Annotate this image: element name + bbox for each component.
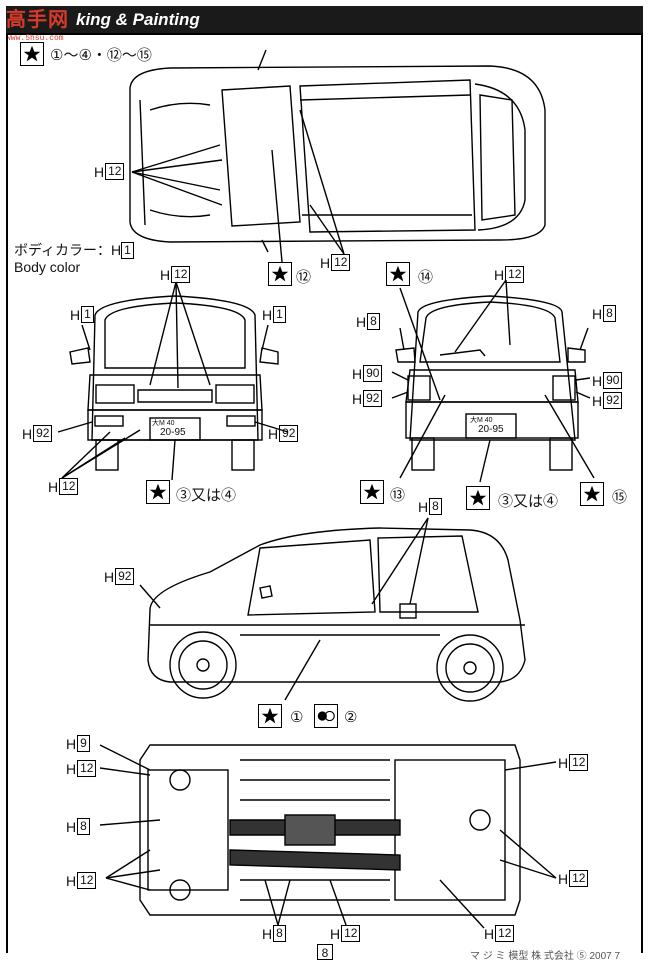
- top-view-drawing: [129, 49, 546, 263]
- star-marking-icon: [258, 704, 282, 728]
- watermark-url: www.5hsu.com: [6, 34, 64, 43]
- dot-marking-icon: [314, 704, 338, 728]
- header-bar: king & Painting: [6, 6, 643, 35]
- rear-view-drawing: [391, 279, 595, 483]
- watermark-logo: 高手网: [6, 9, 69, 31]
- body-color-en: Body color: [14, 259, 81, 275]
- frame-left-border: [6, 33, 8, 953]
- mark-14-label: ⑭: [418, 269, 434, 286]
- page-title: king & Painting: [76, 10, 200, 29]
- star-marking-icon: [466, 486, 490, 510]
- footer-copyright: マ ジ ミ 模型 株 式会社 ⑤ 2007 7: [470, 951, 621, 962]
- mark-15-label: ⑮: [612, 489, 628, 506]
- mark-2-label: ②: [344, 709, 358, 726]
- star-marking-icon: [146, 480, 170, 504]
- mark-12-label: ⑫: [296, 269, 312, 286]
- star-marking-icon: [268, 262, 292, 286]
- star-marking-icon: [360, 480, 384, 504]
- front-plate-top: 大M 40: [152, 420, 175, 427]
- mark-13-label: ⑬: [390, 487, 406, 504]
- front-view-drawing: [57, 281, 289, 481]
- rear-plate-top: 大M 40: [470, 417, 493, 424]
- page-number: 8: [317, 944, 333, 960]
- front-plate-number: 20-95: [160, 427, 186, 438]
- star-marking-icon: [20, 42, 44, 66]
- star-marking-icon: [386, 262, 410, 286]
- underside-drawing: [99, 744, 557, 929]
- rear-mark-label: ③又は④: [498, 493, 559, 510]
- front-mark-label: ③又は④: [176, 487, 237, 504]
- mark-1-label: ①: [290, 709, 304, 726]
- side-view-drawing: [139, 517, 526, 702]
- star-marking-icon: [580, 482, 604, 506]
- rear-plate-number: 20-95: [478, 424, 504, 435]
- top-view-marks-label: ①～④・⑫～⑮: [50, 47, 152, 64]
- frame-right-border: [641, 33, 643, 953]
